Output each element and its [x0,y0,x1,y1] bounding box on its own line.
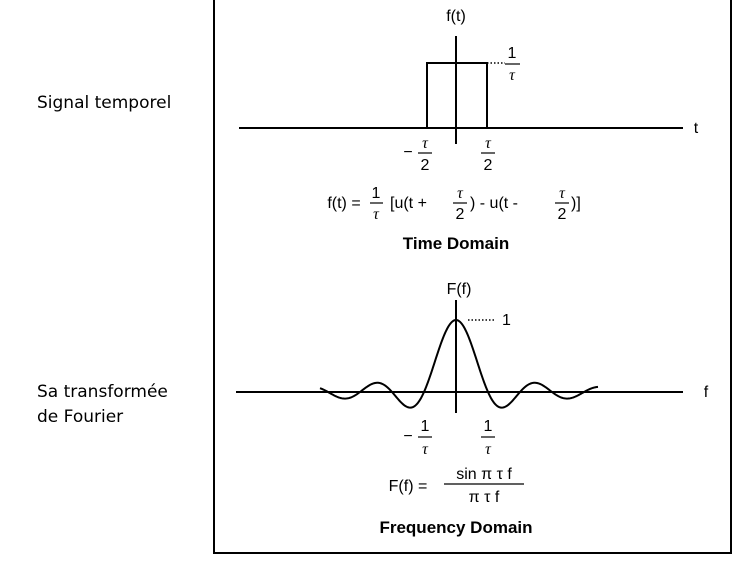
time-signal-label: Signal temporel [37,93,172,113]
freq-xlabel: f [704,384,709,401]
freq-ylabel: F(f) [447,281,472,298]
svg-text:f(t) =: f(t) = [327,195,360,212]
time-ylabel: f(t) [446,8,466,25]
svg-text:)]: )] [571,195,581,212]
svg-text:π τ f: π τ f [469,489,500,506]
time-domain-plot [239,36,683,144]
height-label-num: 1 [508,45,517,62]
freq-right-tick-den: τ [485,441,492,458]
left-tick-den: 2 [421,157,430,174]
right-tick-den: 2 [484,157,493,174]
sinc-curve [319,318,599,409]
svg-text:F(f) =: F(f) = [389,478,428,495]
svg-text:τ: τ [457,185,464,202]
freq-domain-title: Frequency Domain [379,518,532,537]
svg-text:2: 2 [456,206,465,223]
left-tick-sign: − [403,144,412,161]
svg-text:2: 2 [558,206,567,223]
freq-domain-plot [236,300,683,413]
svg-text:τ: τ [559,185,566,202]
peak-label: 1 [502,312,511,329]
time-domain-title: Time Domain [403,234,509,253]
freq-right-tick-num: 1 [484,418,493,435]
diagram-frame [213,0,732,554]
fourier-transform-label-line1: Sa transformée [37,382,168,402]
fourier-transform-label-line2: de Fourier [37,407,124,427]
svg-text:1: 1 [372,185,381,202]
height-label-den: τ [509,67,516,84]
time-formula: f(t) = 1 τ [u(t + τ 2 ) - u(t - τ 2 )] [327,185,580,223]
freq-left-tick-sign: − [403,428,412,445]
svg-text:) - u(t -: ) - u(t - [470,195,518,212]
svg-text:[u(t +: [u(t + [390,195,427,212]
rect-pulse [426,62,488,128]
time-xlabel: t [694,120,699,137]
freq-formula: F(f) = sin π τ f π τ f [389,466,524,506]
right-tick-num: τ [485,135,492,152]
freq-left-tick-den: τ [422,441,429,458]
svg-text:sin π τ f: sin π τ f [456,466,512,483]
freq-left-tick-num: 1 [421,418,430,435]
svg-text:τ: τ [373,206,380,223]
left-tick-num: τ [422,135,429,152]
